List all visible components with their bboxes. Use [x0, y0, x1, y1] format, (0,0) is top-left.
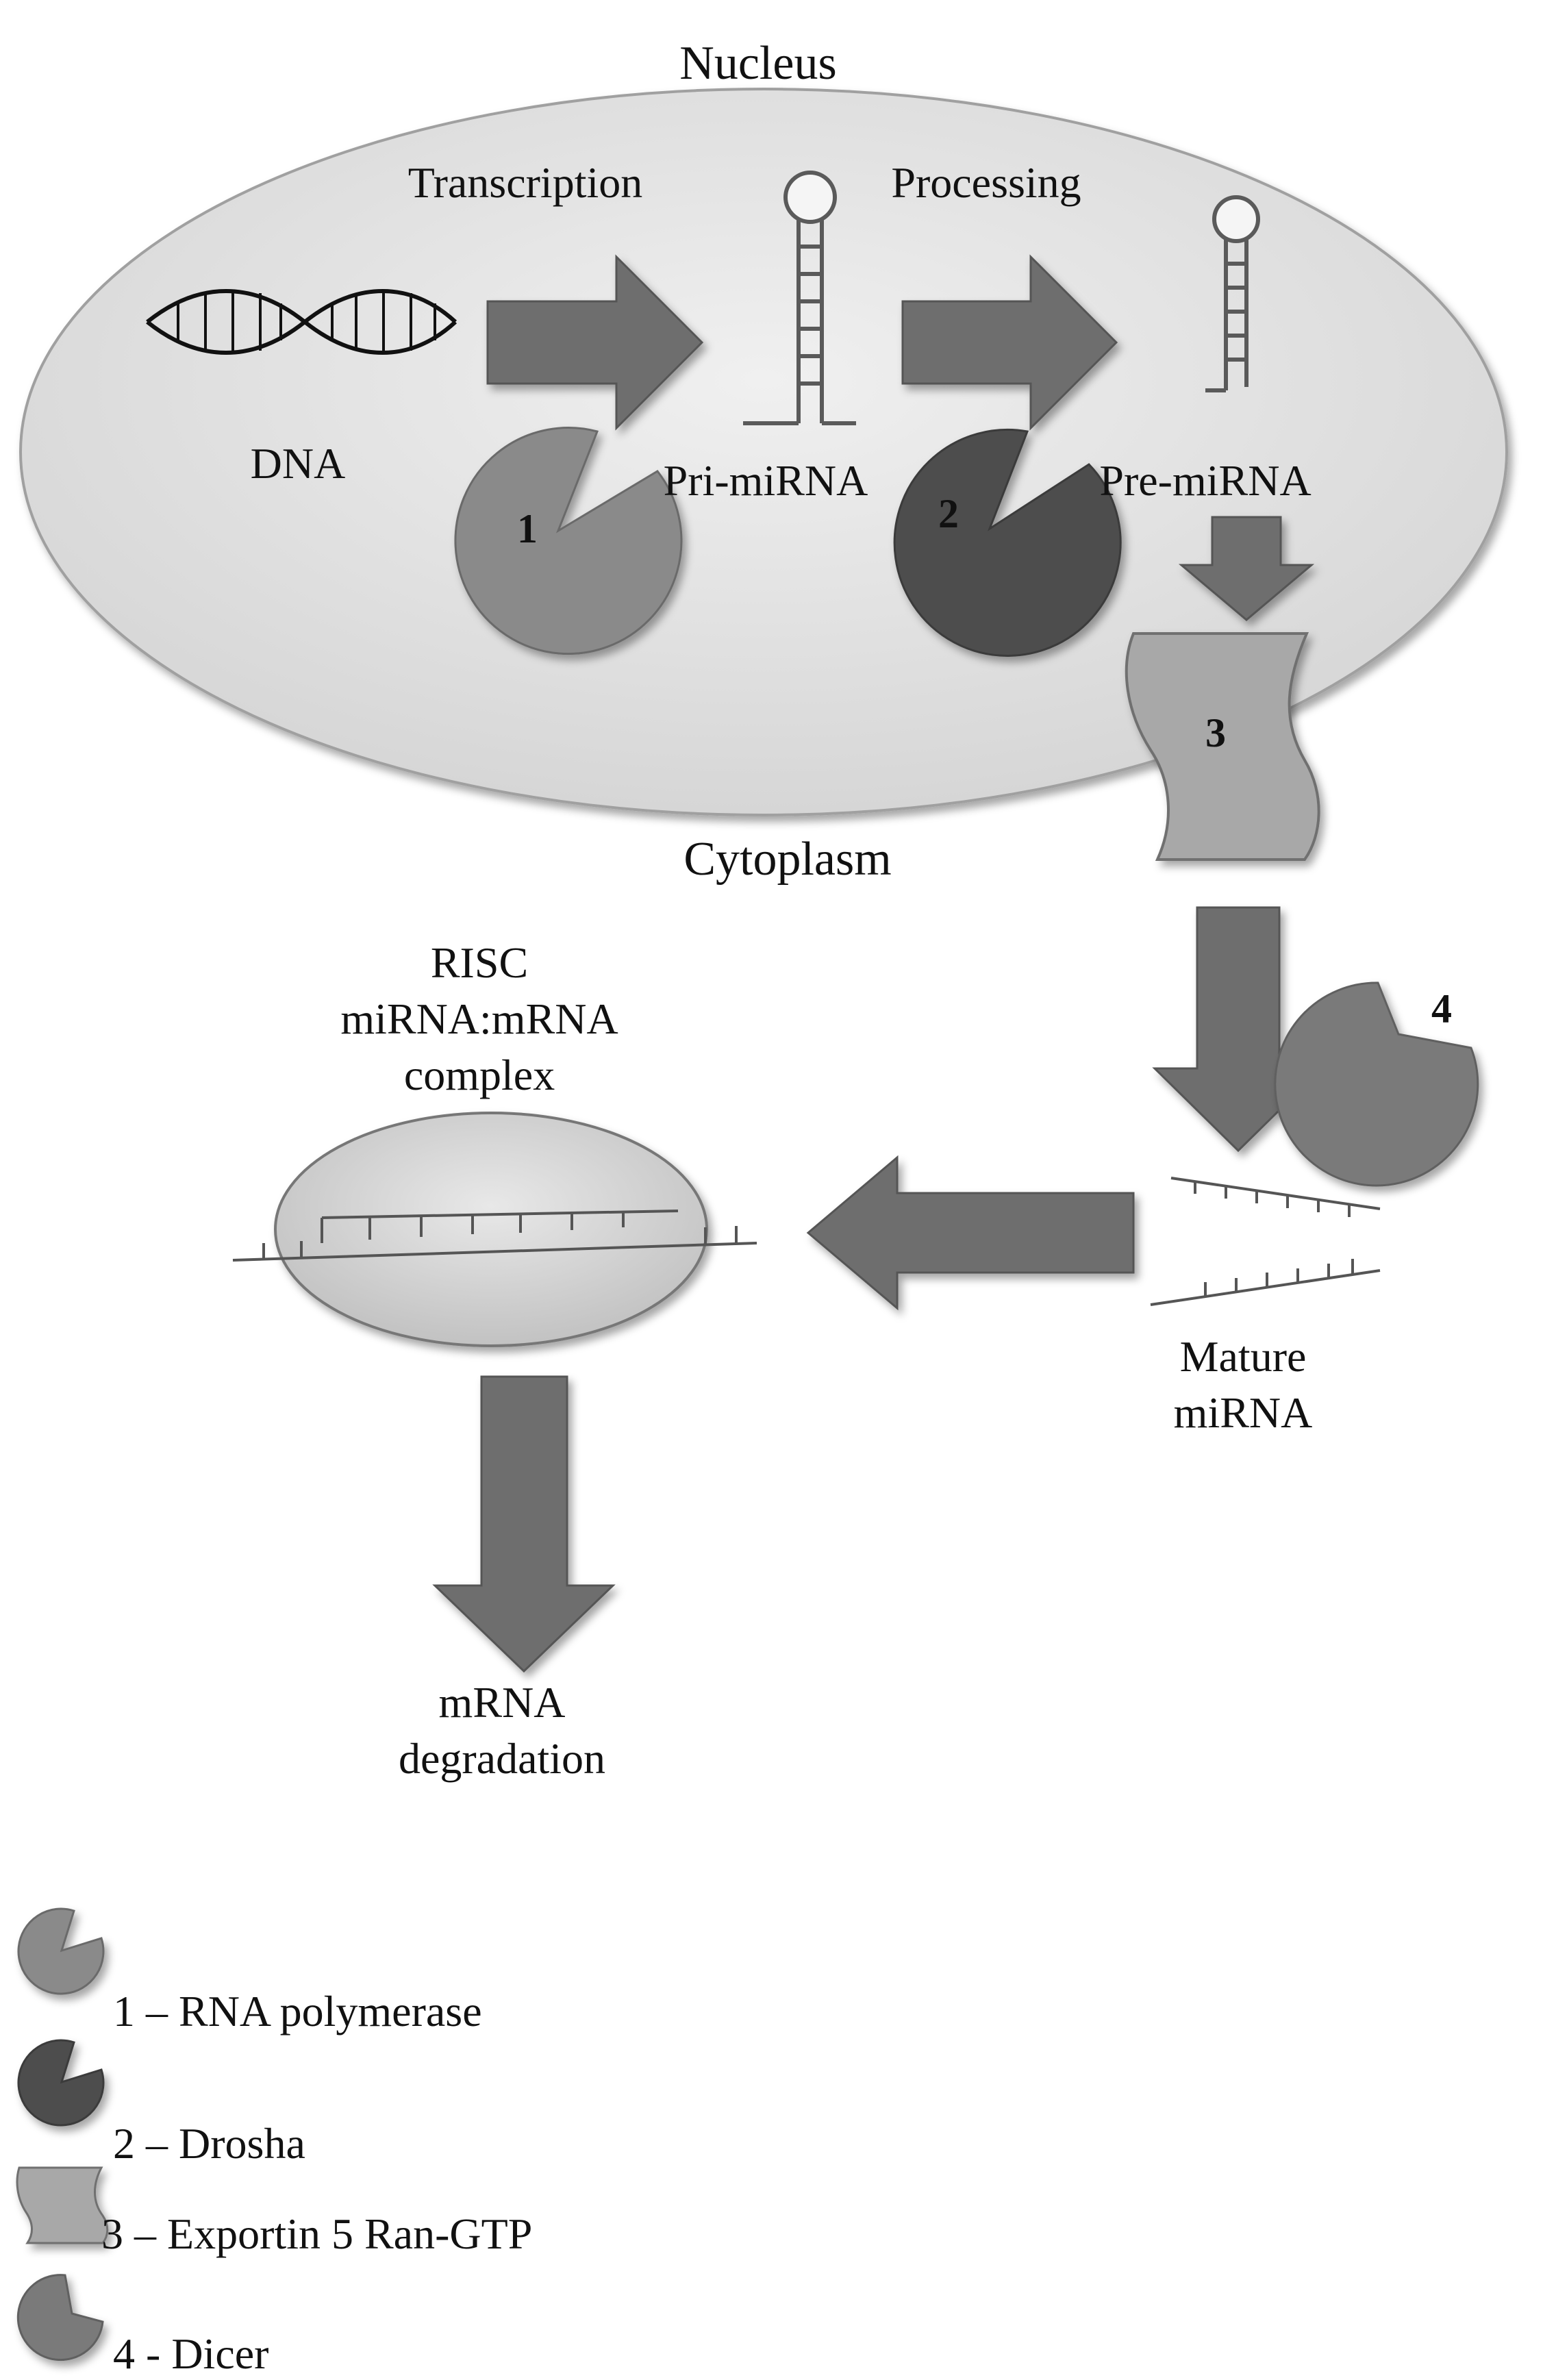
cytoplasm-label: Cytoplasm — [683, 833, 892, 886]
dna-label: DNA — [250, 439, 346, 488]
mature-mirna-label: Mature miRNA — [1173, 1332, 1313, 1437]
dicer-enzyme-4 — [1274, 981, 1479, 1187]
export-down-arrow — [1178, 516, 1315, 621]
legend-dicer-icon — [16, 2274, 104, 2362]
exportin-5-enzyme-3 — [1125, 632, 1320, 861]
pri-mirna-label: Pri-miRNA — [663, 456, 868, 505]
processing-label: Processing — [891, 158, 1081, 207]
legend-item-dicer: 4 - Dicer — [113, 2329, 269, 2378]
dna-helix-icon — [146, 289, 457, 355]
legend-exportin-icon — [16, 2166, 109, 2244]
mrna-degradation-label: mRNA degradation — [398, 1678, 606, 1783]
legend-drosha-icon — [17, 2039, 105, 2127]
nucleus-label: Nucleus — [679, 37, 837, 90]
transcription-arrow — [486, 254, 704, 431]
legend-item-drosha: 2 – Drosha — [113, 2119, 305, 2168]
mature-mirna-duplex-icon — [1150, 1177, 1381, 1306]
processing-arrow — [901, 254, 1118, 431]
enzyme-number-2: 2 — [938, 491, 959, 536]
risc-complex-label: RISC miRNA:mRNA complex — [340, 938, 618, 1099]
degradation-arrow — [432, 1375, 616, 1673]
legend-rna-polymerase-icon — [17, 1907, 105, 1995]
pri-mirna-hairpin-icon — [743, 171, 856, 425]
enzyme-number-1: 1 — [517, 506, 538, 551]
rna-polymerase-enzyme-1 — [454, 427, 683, 655]
transcription-label: Transcription — [407, 158, 643, 207]
drosha-enzyme-2 — [893, 428, 1122, 657]
risc-complex-ellipse — [274, 1112, 708, 1347]
pre-mirna-hairpin-icon — [1205, 195, 1260, 392]
legend-item-rna-polymerase: 1 – RNA polymerase — [113, 1987, 482, 2035]
pre-mirna-label: Pre-miRNA — [1099, 456, 1312, 505]
mirna-mrna-duplex-icon — [232, 1210, 757, 1262]
enzyme-number-3: 3 — [1205, 710, 1226, 755]
enzyme-number-4: 4 — [1431, 986, 1452, 1031]
legend-item-exportin: 3 – Exportin 5 Ran-GTP — [101, 2209, 533, 2258]
risc-loading-arrow — [806, 1155, 1135, 1311]
